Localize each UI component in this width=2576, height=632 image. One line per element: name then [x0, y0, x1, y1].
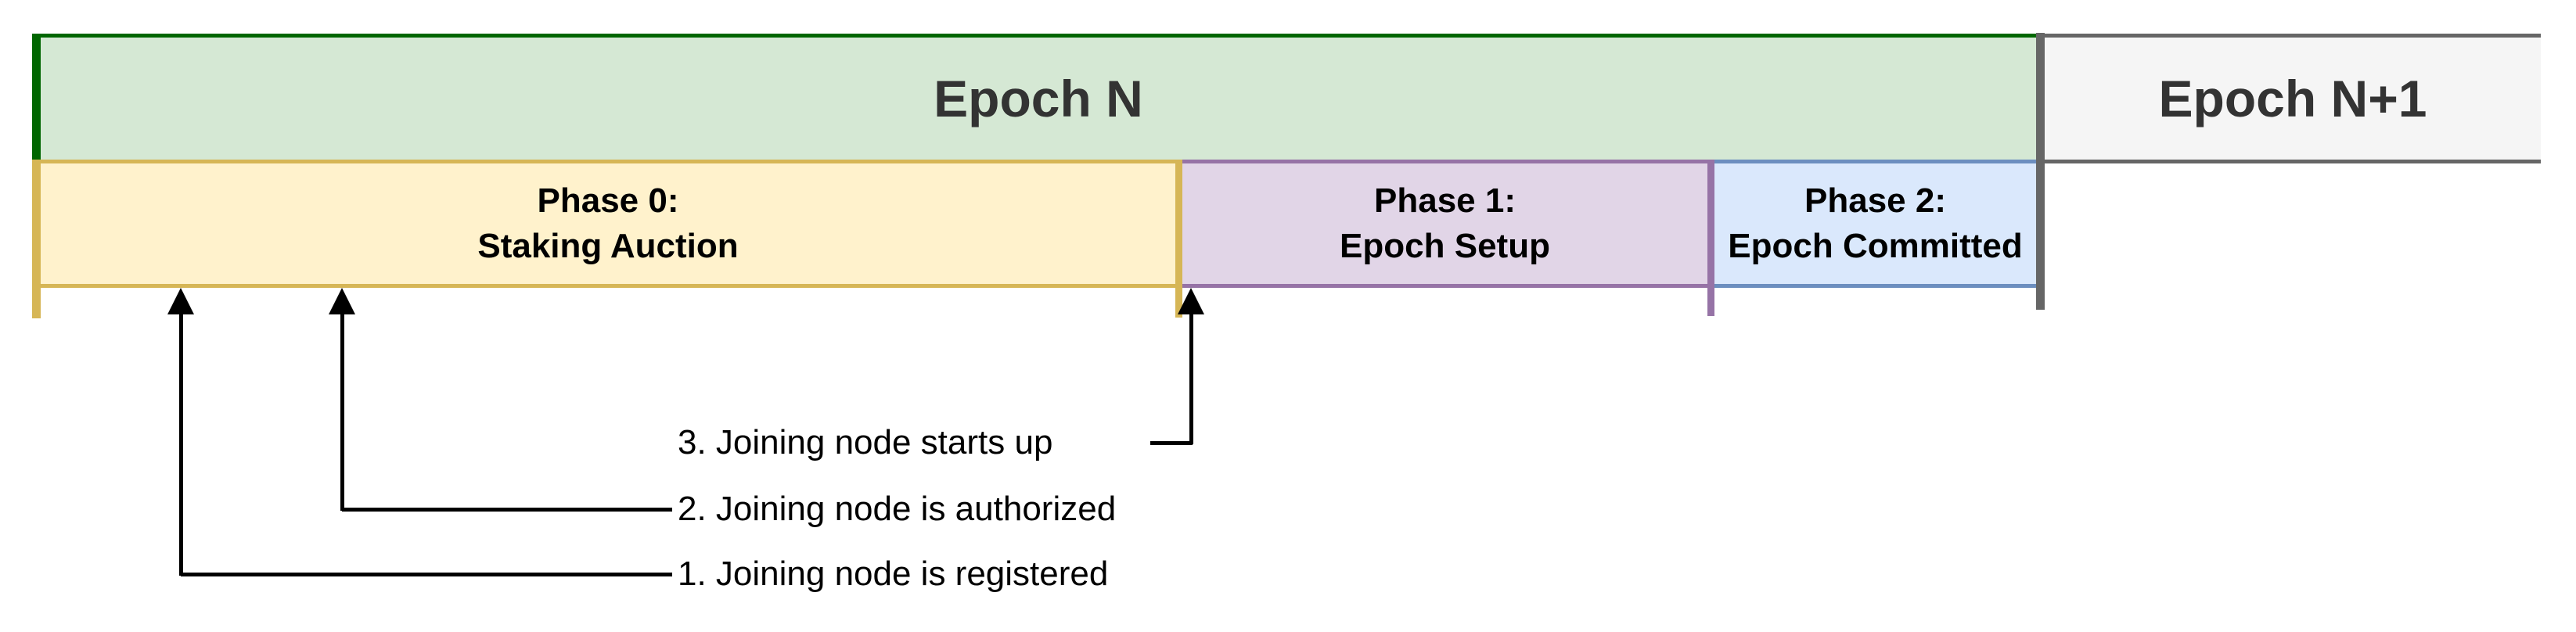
event-1-arrow-line [179, 312, 183, 576]
phase-1-bar: Phase 1: Epoch Setup [1182, 160, 1707, 288]
epoch-n1-label: Epoch N+1 [2158, 70, 2427, 127]
event-3-label: 3. Joining node starts up [678, 423, 1053, 461]
event-1-label: 1. Joining node is registered [678, 555, 1109, 593]
epoch-n-bar: Epoch N [32, 34, 2036, 160]
phase-0-subtitle: Staking Auction [477, 227, 739, 265]
event-2-connector-line [342, 508, 672, 512]
event-1-up-arrow-icon [167, 288, 194, 314]
phase-1-subtitle: Epoch Setup [1340, 227, 1550, 265]
phase-1-start-tick [1175, 160, 1182, 318]
event-3-arrow-line [1189, 312, 1193, 444]
event-2-arrow-line [340, 312, 344, 511]
event-2-up-arrow-icon [329, 288, 355, 314]
phase-1-title: Phase 1: [1374, 181, 1516, 220]
phase-2-subtitle: Epoch Committed [1728, 227, 2023, 265]
epoch-n1-bar: Epoch N+1 [2045, 34, 2541, 163]
epoch-boundary-divider [2036, 33, 2045, 310]
phase-2-start-tick [1707, 160, 1714, 316]
epoch-n-label: Epoch N [934, 70, 1143, 127]
event-3-up-arrow-icon [1178, 288, 1204, 314]
phase-0-title: Phase 0: [537, 181, 679, 220]
event-1-connector-line [181, 573, 672, 576]
event-3-connector-line [1150, 441, 1193, 445]
phase-0-start-tick [32, 160, 41, 318]
phase-2-title: Phase 2: [1804, 181, 1946, 220]
event-2-label: 2. Joining node is authorized [678, 490, 1117, 528]
phase-2-bar: Phase 2: Epoch Committed [1714, 160, 2036, 288]
phase-0-bar: Phase 0: Staking Auction [41, 160, 1175, 288]
